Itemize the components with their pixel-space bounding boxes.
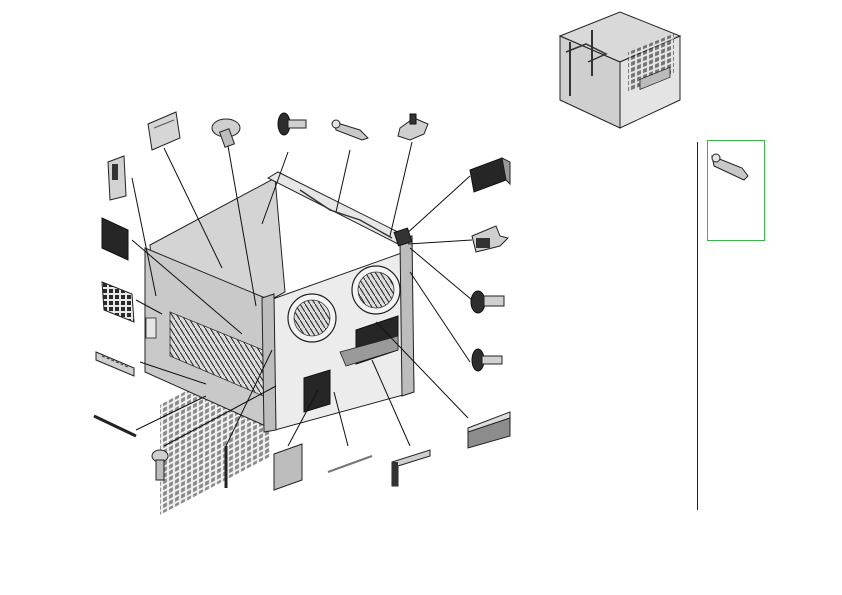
part-hinge-arm[interactable]: [331, 119, 369, 141]
part-dark-panel-right[interactable]: [467, 411, 511, 449]
part-screw-large[interactable]: [211, 118, 241, 148]
leader-lines: [131, 141, 473, 447]
part-thumb-screw-right-lower[interactable]: [471, 348, 503, 372]
part-connector-block[interactable]: [469, 157, 511, 193]
part-screw-bottom[interactable]: [151, 449, 169, 481]
part-latch-bracket[interactable]: [397, 113, 429, 141]
frame-hinge-cluster: [393, 227, 413, 247]
part-rod-left[interactable]: [93, 414, 137, 438]
part-thumb-screw-right-upper[interactable]: [470, 290, 505, 314]
part-latch-right[interactable]: [471, 225, 509, 253]
fan-opening-left: [287, 293, 337, 343]
selected-part-highlight[interactable]: [707, 140, 765, 241]
part-bar-left[interactable]: [95, 351, 135, 377]
assembled-chassis-thumbnail: [558, 11, 682, 129]
part-side-latch[interactable]: [107, 155, 127, 201]
part-small-plate[interactable]: [147, 111, 181, 151]
part-vent-grille[interactable]: [101, 281, 135, 323]
panel-divider: [697, 142, 698, 510]
part-black-pad-left[interactable]: [101, 217, 129, 261]
part-thumb-screw[interactable]: [277, 112, 307, 136]
part-thin-rail[interactable]: [327, 455, 373, 473]
selected-part-hinge-arm[interactable]: [711, 153, 749, 181]
part-black-pad-bottom[interactable]: [273, 443, 303, 491]
part-corner-bracket[interactable]: [391, 449, 431, 487]
fan-opening-right: [351, 265, 401, 315]
selected-part-panel: [711, 153, 749, 181]
